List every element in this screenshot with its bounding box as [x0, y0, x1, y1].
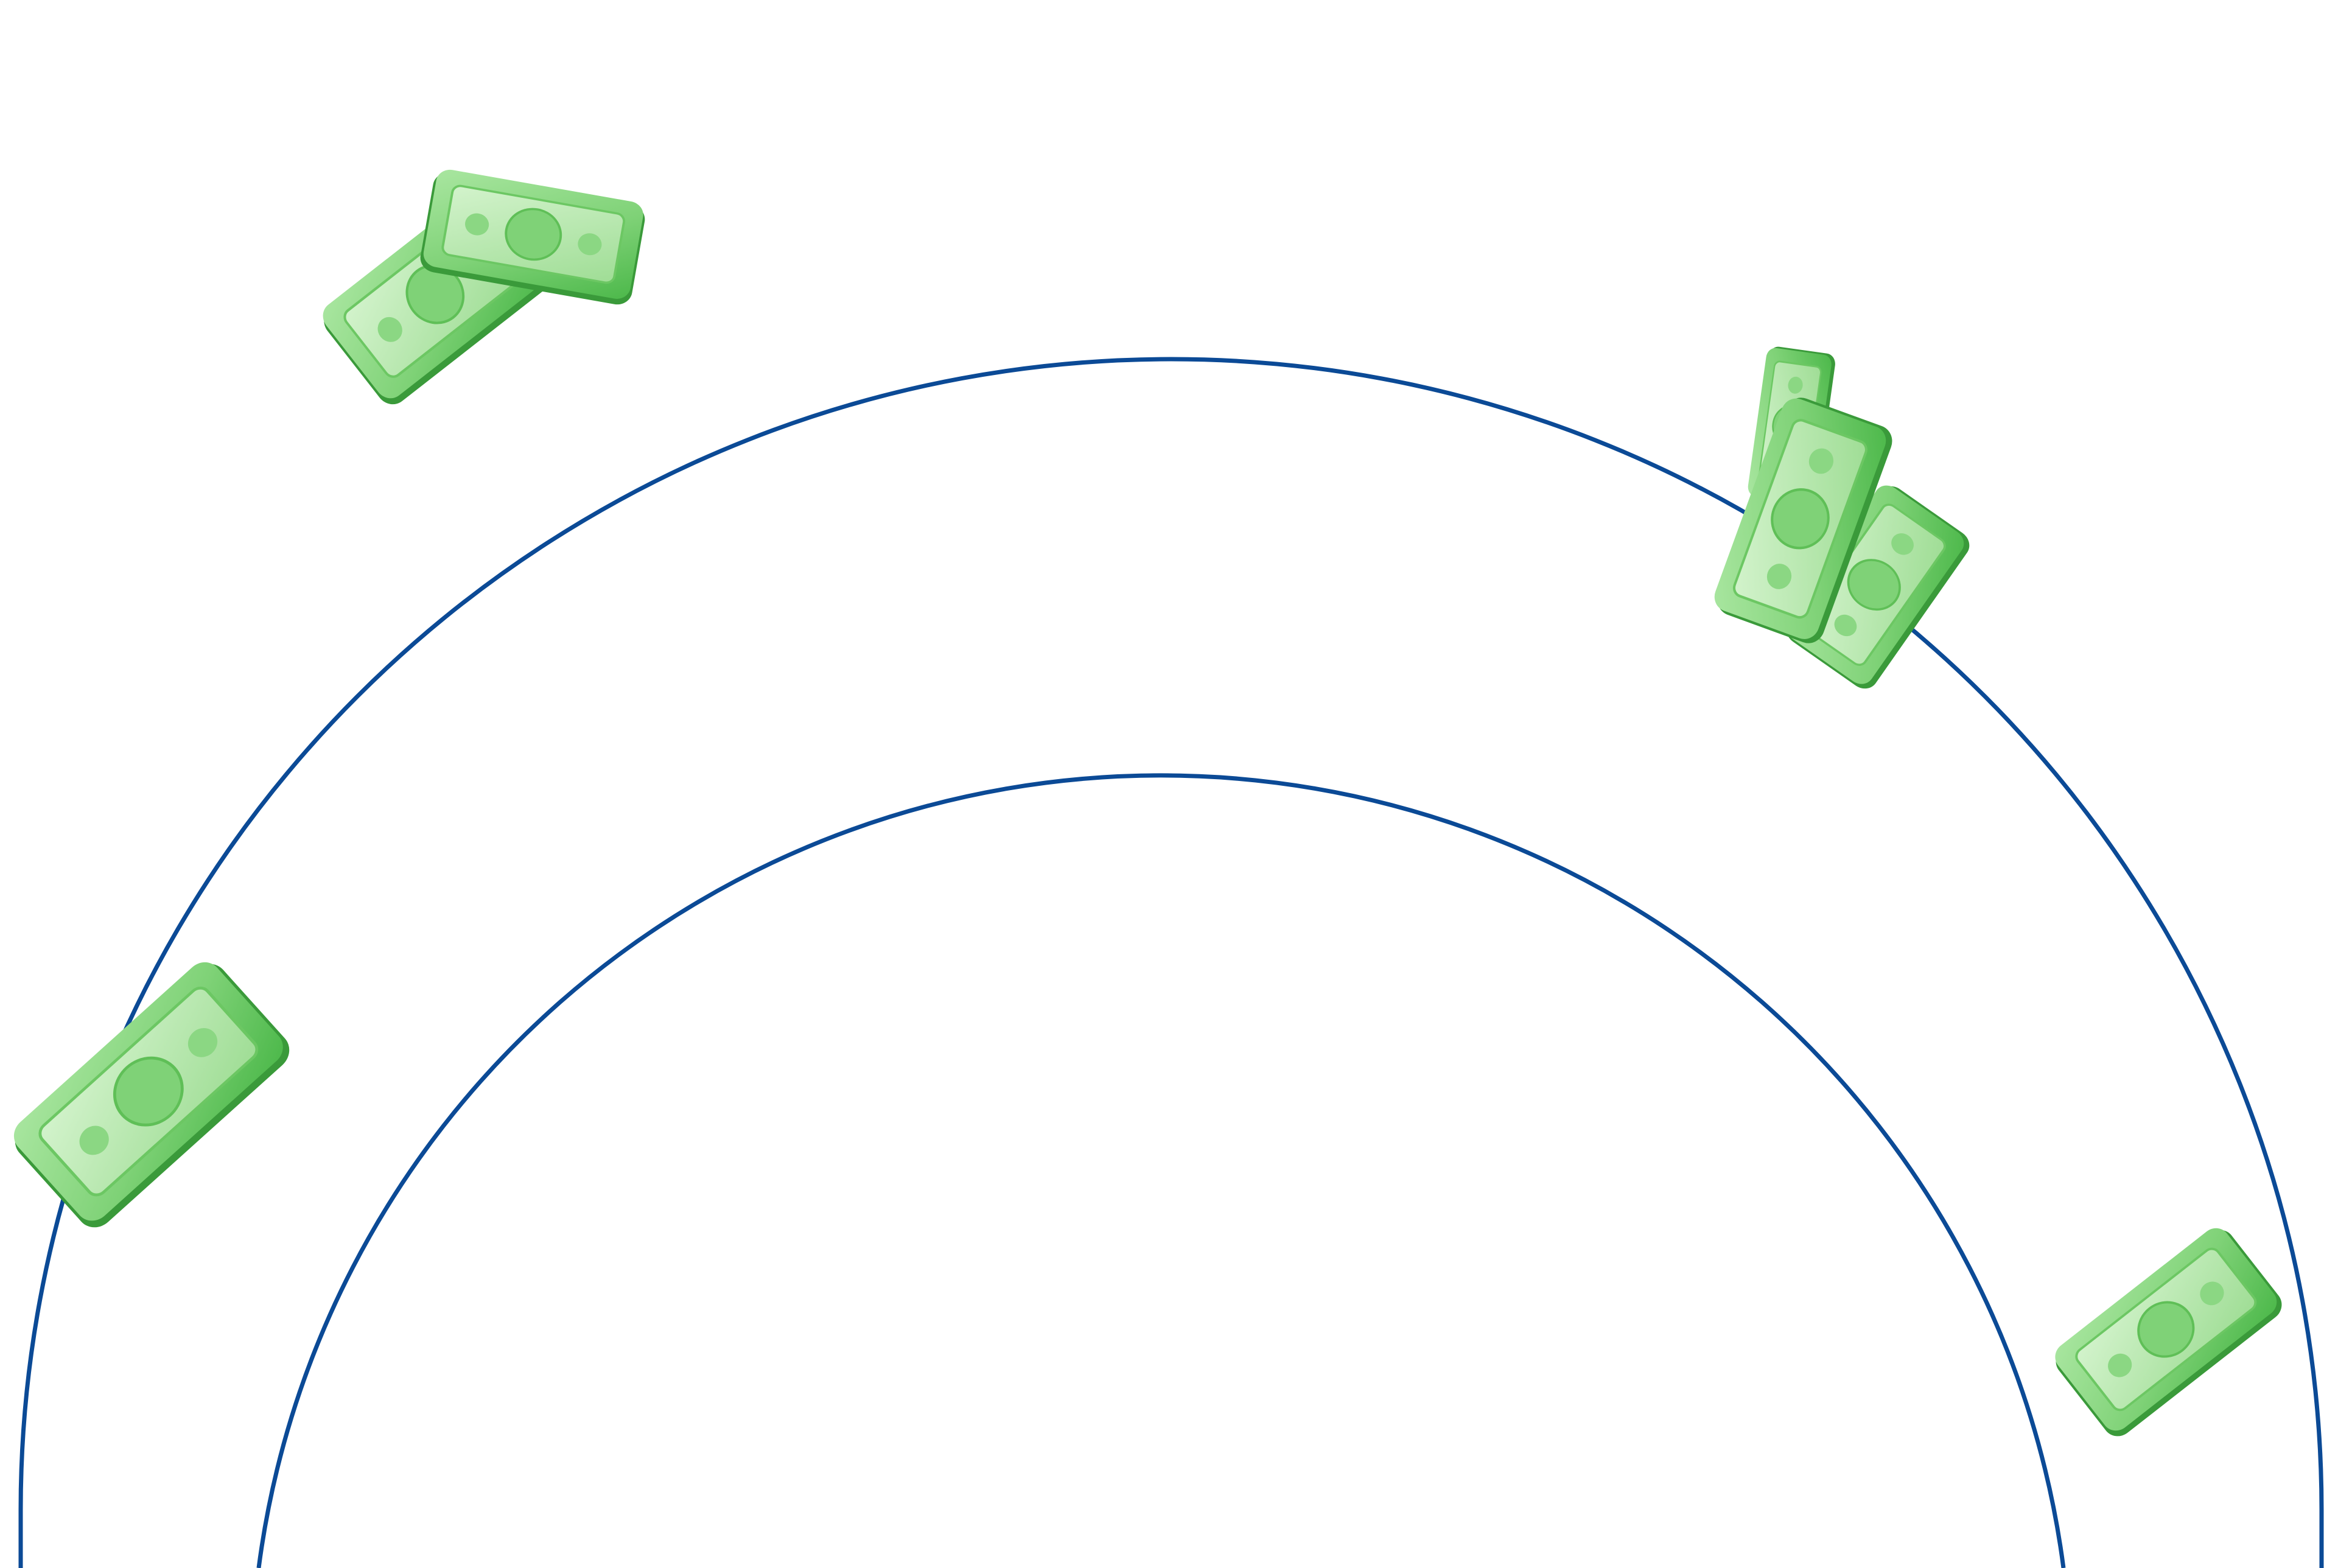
money-bill-icon [2046, 1219, 2289, 1444]
inner-ring-arc [256, 773, 2066, 1568]
outer-ring-arc [18, 357, 2324, 1568]
money-bill-icon [4, 953, 297, 1235]
ring-group [18, 357, 2324, 1568]
